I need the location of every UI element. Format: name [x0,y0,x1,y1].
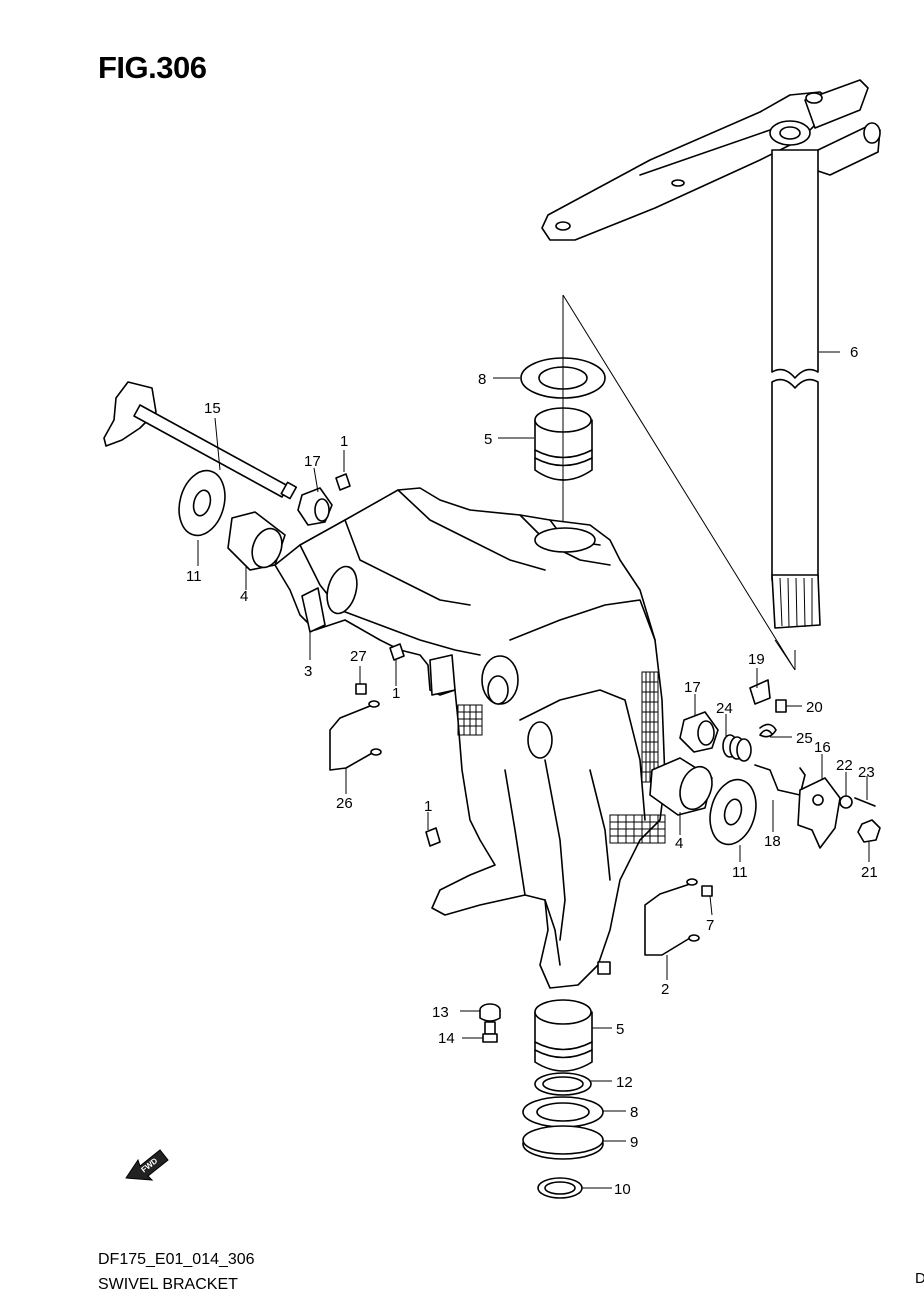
bolt-14 [482,1021,498,1043]
bolt-27 [355,683,367,695]
callout-18: 18 [764,833,781,850]
callout-25: 25 [796,730,813,747]
callout-15: 15 [204,400,221,417]
callout-13: 13 [432,1004,449,1021]
fwd-arrow-icon: FWD [125,1149,169,1181]
cap-13 [479,1003,501,1022]
callout-6: 6 [850,344,858,361]
callout-5-upper: 5 [484,431,492,448]
callout-11-right: 11 [732,864,748,881]
callout-24: 24 [716,700,733,717]
swivel-bracket-body [274,487,666,989]
figure-name: SWIVEL BRACKET [98,1276,238,1293]
leader-lines [197,351,870,1189]
callout-8-upper: 8 [478,371,486,388]
bushing-17-right [679,711,719,753]
grease-nipple-1-low [425,827,441,847]
callout-1-top: 1 [340,433,348,450]
lower-bushing-5 [534,999,593,1072]
circlip-10 [537,1177,583,1199]
callout-17-right: 17 [684,679,701,696]
callout-17-left: 17 [304,453,321,470]
callout-9: 9 [630,1134,638,1151]
callout-1-low: 1 [424,798,432,815]
edge-mark: D [915,1270,924,1287]
callout-5-lower: 5 [616,1021,624,1038]
callout-27: 27 [350,648,367,665]
spacer-12 [534,1072,592,1096]
callout-1-mid: 1 [392,685,400,702]
callout-labels: 6 8 5 15 17 1 11 4 3 27 1 26 19 20 17 24… [186,344,878,1198]
clip-19 [749,679,771,705]
washer-22 [839,795,853,809]
callout-22: 22 [836,757,853,774]
bolt-20 [775,699,787,713]
washer-9 [522,1125,604,1160]
callout-19: 19 [748,651,765,668]
callout-26: 26 [336,795,353,812]
callout-23: 23 [858,764,875,781]
nut-21 [857,819,881,843]
callout-4-left: 4 [240,588,248,605]
callout-7: 7 [706,917,714,934]
callout-10: 10 [614,1181,631,1198]
callout-21: 21 [861,864,878,881]
bushing-17-left [297,487,333,526]
rod-18 [754,764,806,796]
callout-3: 3 [304,663,312,680]
callout-14: 14 [438,1030,455,1047]
bolt-7 [701,885,713,897]
spring-24 [722,734,752,762]
grease-nipple-1-mid [389,643,405,661]
bushing-4-right [649,757,713,816]
pin-23 [854,797,876,807]
callout-16: 16 [814,739,831,756]
steering-arm-shaft [541,79,881,629]
plate-16 [797,777,841,849]
washer-11-right [709,778,757,846]
spring-25 [759,723,777,738]
ground-wire-2 [644,878,700,956]
callout-20: 20 [806,699,823,716]
figure-title: FIG.306 [98,50,207,85]
tilt-tube-15 [103,381,298,500]
ground-wire-26 [329,700,382,771]
callout-12: 12 [616,1074,633,1091]
callout-4-right: 4 [675,835,683,852]
model-code: DF175_E01_014_306 [98,1251,255,1268]
callout-11-left: 11 [186,568,202,585]
grease-nipple-1-top [335,473,351,491]
callout-8-lower: 8 [630,1104,638,1121]
washer-11-left [178,469,226,537]
washer-8-lower [522,1096,604,1128]
callout-2: 2 [661,981,669,998]
